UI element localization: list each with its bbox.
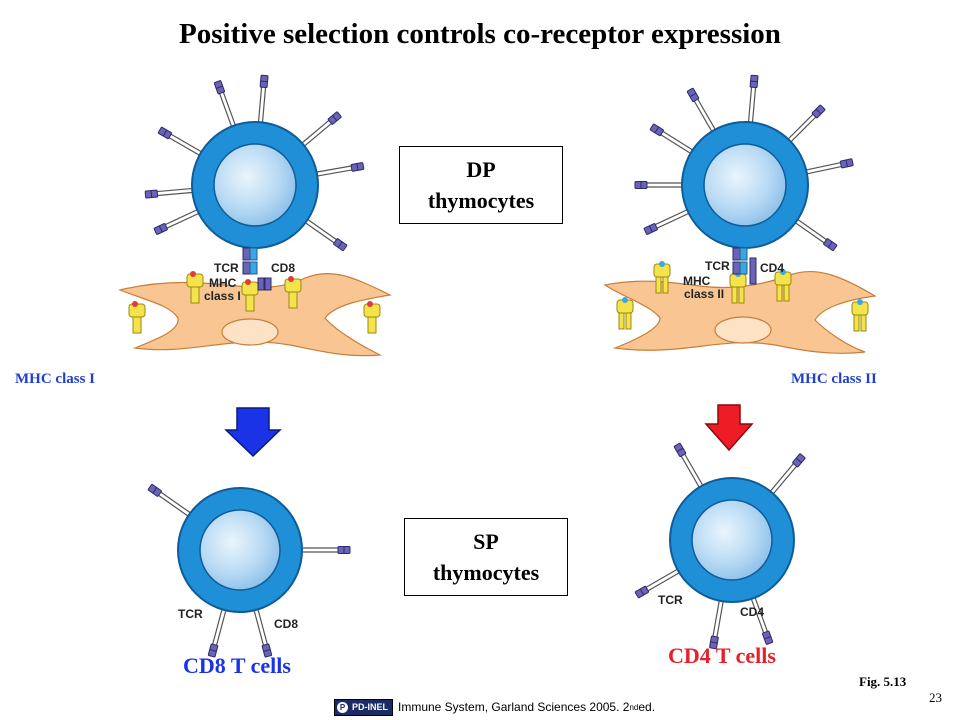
source-credit: P PD-INEL Immune System, Garland Sciences… [334,698,655,716]
cd4-t-cell: TCR CD4 [634,442,806,650]
stromal-cell-right [603,270,877,354]
dp-thymocytes-box: DP thymocytes [399,146,563,224]
stromal-cell-left [118,272,392,357]
tcr-label: TCR [214,261,239,275]
mhc-label-line2: class II [684,287,724,301]
cd4-label: CD4 [740,605,764,619]
cd8-label: CD8 [271,261,295,275]
public-domain-icon: P [337,701,348,713]
sp-box-line1: SP [473,529,499,554]
cd4-label: CD4 [760,261,784,275]
mhc-label-line2: class I [204,289,241,303]
dp-thymocyte-left: TCR CD8 MHC class I [144,74,365,303]
cd8-label: CD8 [274,617,298,631]
tcr-label: TCR [178,607,203,621]
arrow-down-right [704,404,754,452]
mhc-class-i-label: MHC class I [15,371,95,387]
mhc-label-line1: MHC [683,274,711,288]
credit-text-end: ed. [638,700,656,714]
dp-thymocyte-right: TCR CD4 MHC class II [634,74,854,301]
cd8-t-cells-label: CD8 T cells [183,653,291,678]
arrow-down-left [224,407,282,458]
page-number: 23 [929,690,942,705]
sp-box-line2: thymocytes [432,560,540,585]
credit-text: Immune System, Garland Sciences 2005. 2 [398,700,630,714]
license-badge: P PD-INEL [334,698,393,716]
tcr-label: TCR [705,259,730,273]
cd8-t-cell: TCR CD8 [147,483,351,658]
cd4-t-cells-label: CD4 T cells [668,643,776,668]
tcr-label: TCR [658,593,683,607]
mhc-class-ii-label: MHC class II [791,371,877,387]
dp-box-line1: DP [466,157,496,182]
mhc-label-line1: MHC [209,276,237,290]
sp-thymocytes-box: SP thymocytes [404,518,568,596]
dp-box-line2: thymocytes [427,188,535,213]
page-title: Positive selection controls co-receptor … [179,18,781,50]
license-badge-text: PD-INEL [352,702,388,712]
credit-superscript: nd [629,702,639,712]
figure-reference: Fig. 5.13 [859,674,907,689]
